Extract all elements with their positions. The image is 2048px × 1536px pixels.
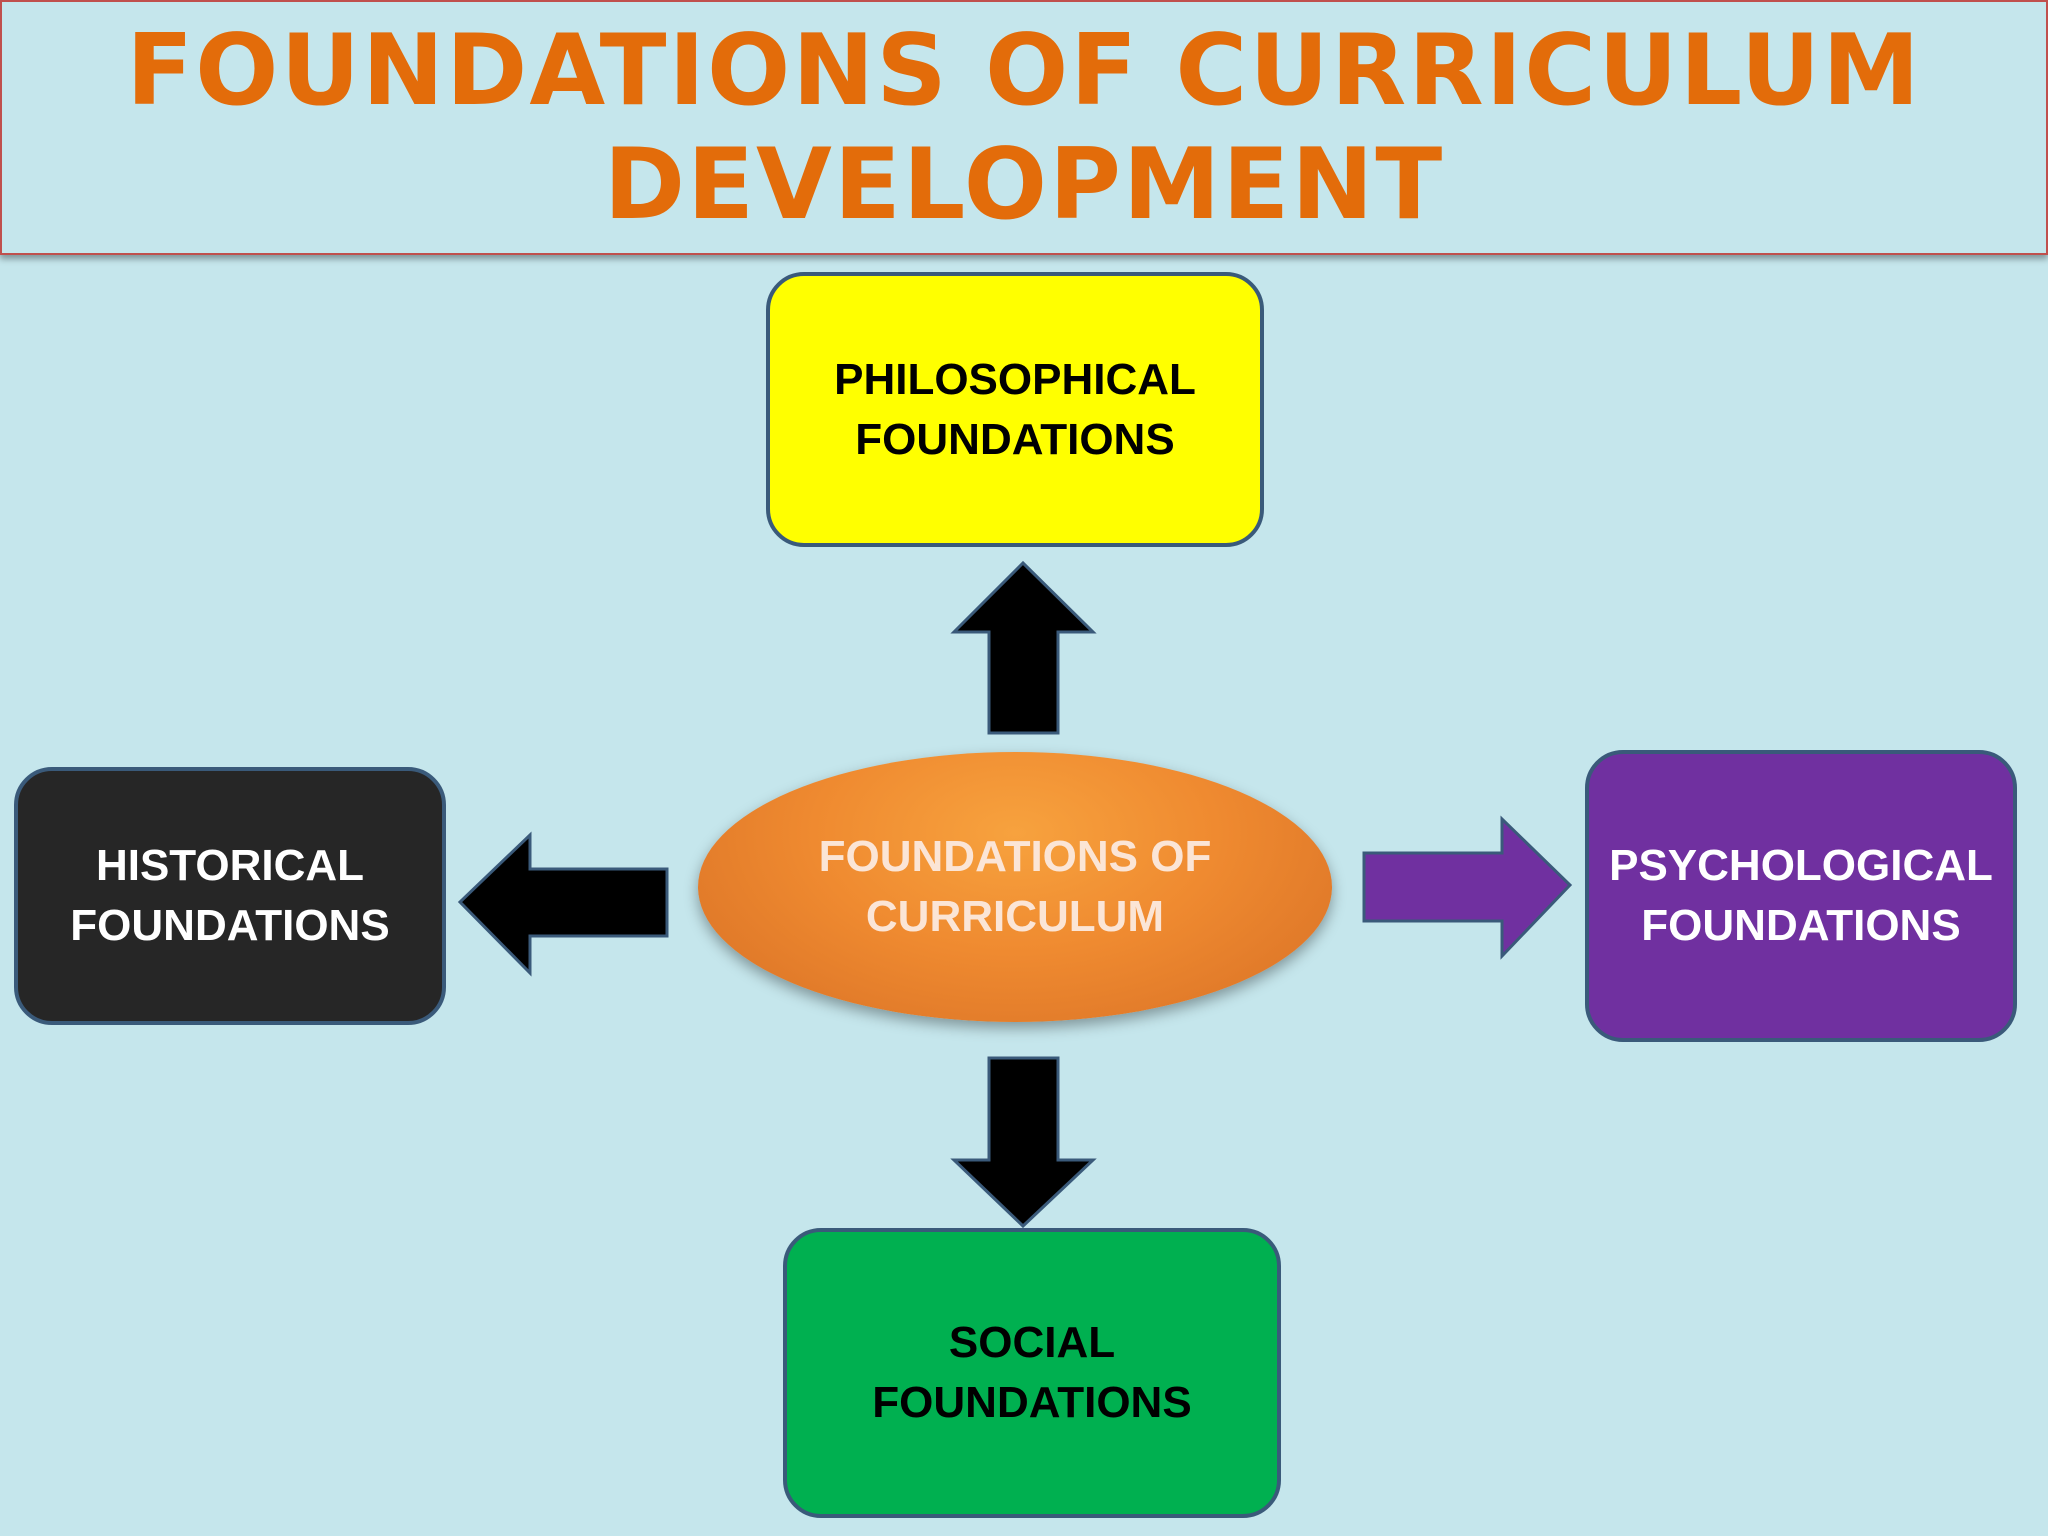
historical-foundations-box: HISTORICAL FOUNDATIONS [14, 767, 446, 1025]
psychological-label-line-1: PSYCHOLOGICAL [1609, 841, 1993, 890]
historical-label-line-2: FOUNDATIONS [70, 901, 390, 950]
social-label-line-2: FOUNDATIONS [872, 1378, 1192, 1427]
social-label-line-1: SOCIAL [948, 1318, 1116, 1367]
philosophical-label-line-1: PHILOSOPHICAL [834, 354, 1196, 404]
psychological-label-line-2: FOUNDATIONS [1641, 901, 1961, 950]
central-label-line-2: CURRICULUM [865, 892, 1165, 941]
social-foundations-box: SOCIAL FOUNDATIONS [783, 1228, 1281, 1518]
arrow-up-philosophical [950, 560, 1097, 735]
page-title-line-2: DEVELOPMENT [603, 127, 1445, 242]
central-node-ellipse: FOUNDATIONS OF CURRICULUM [698, 752, 1332, 1022]
philosophical-label-line-2: FOUNDATIONS [855, 414, 1175, 464]
title-banner: FOUNDATIONS OF CURRICULUM DEVELOPMENT [0, 0, 2048, 255]
arrow-left-historical [457, 831, 669, 977]
page-title-line-1: FOUNDATIONS OF CURRICULUM [126, 13, 1922, 128]
psychological-foundations-box: PSYCHOLOGICAL FOUNDATIONS [1585, 750, 2017, 1042]
central-label-line-1: FOUNDATIONS OF [818, 832, 1212, 881]
historical-label-line-1: HISTORICAL [95, 841, 365, 890]
arrow-down-social [950, 1056, 1097, 1229]
arrow-right-psychological [1362, 815, 1573, 960]
philosophical-foundations-box: PHILOSOPHICAL FOUNDATIONS [766, 272, 1264, 547]
